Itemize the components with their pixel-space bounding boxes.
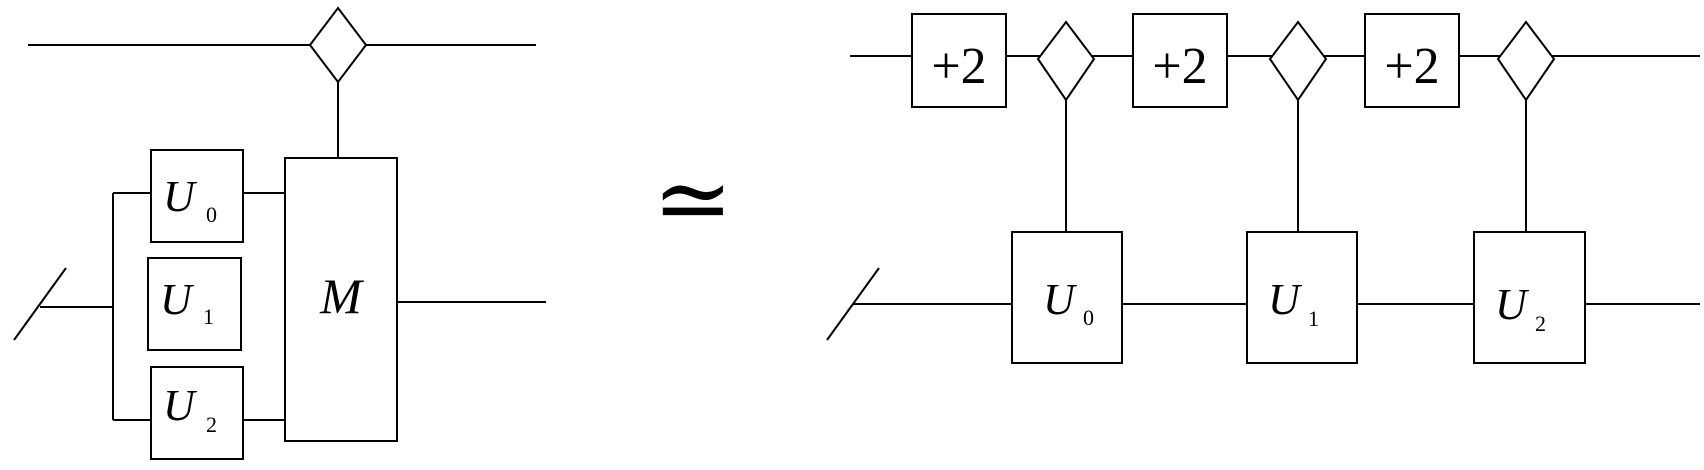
right-shift-box-3: +2 bbox=[1364, 13, 1460, 108]
right-shift-label-2: +2 bbox=[1152, 38, 1207, 95]
right-gate-u2-letter: U bbox=[1495, 280, 1530, 329]
left-multiplexer-label: M bbox=[319, 268, 364, 324]
left-multiplexer-m: M bbox=[284, 157, 398, 442]
left-control-diamond bbox=[308, 6, 368, 84]
left-gate-u0-sub: 0 bbox=[206, 202, 217, 227]
left-gate-u0: U 0 bbox=[150, 149, 244, 243]
right-shift-label-3: +2 bbox=[1384, 38, 1439, 95]
right-gate-u0-letter: U bbox=[1043, 275, 1078, 324]
right-gate-u1-sub: 1 bbox=[1308, 306, 1319, 331]
left-gate-u2: U 2 bbox=[150, 366, 244, 460]
left-gate-u1-sub: 1 bbox=[203, 304, 214, 329]
right-gate-u2: U 2 bbox=[1473, 231, 1586, 364]
right-gate-u0: U 0 bbox=[1011, 231, 1123, 364]
right-gate-u1: U 1 bbox=[1246, 231, 1358, 364]
left-gate-u0-letter: U bbox=[163, 172, 198, 221]
left-gate-u2-letter: U bbox=[163, 381, 198, 430]
left-gate-u1: U 1 bbox=[147, 257, 242, 351]
right-shift-label-1: +2 bbox=[931, 38, 986, 95]
right-control-diamond-3 bbox=[1496, 20, 1556, 102]
left-gate-u1-letter: U bbox=[160, 275, 195, 324]
right-gate-u1-letter: U bbox=[1268, 275, 1303, 324]
right-circuit: +2 +2 +2 U 0 U 1 bbox=[826, 13, 1700, 364]
left-register-slash bbox=[13, 267, 67, 341]
right-shift-box-1: +2 bbox=[911, 13, 1007, 108]
right-gate-u0-sub: 0 bbox=[1083, 305, 1094, 330]
right-control-diamond-2 bbox=[1268, 20, 1328, 102]
right-shift-box-2: +2 bbox=[1132, 13, 1228, 108]
right-gate-u2-sub: 2 bbox=[1535, 311, 1546, 336]
right-control-diamond-1 bbox=[1036, 20, 1096, 102]
equivalence-symbol: ≃ bbox=[653, 146, 733, 253]
left-gate-u2-sub: 2 bbox=[206, 412, 217, 437]
left-circuit: U 0 U 1 U 2 M bbox=[13, 6, 546, 460]
